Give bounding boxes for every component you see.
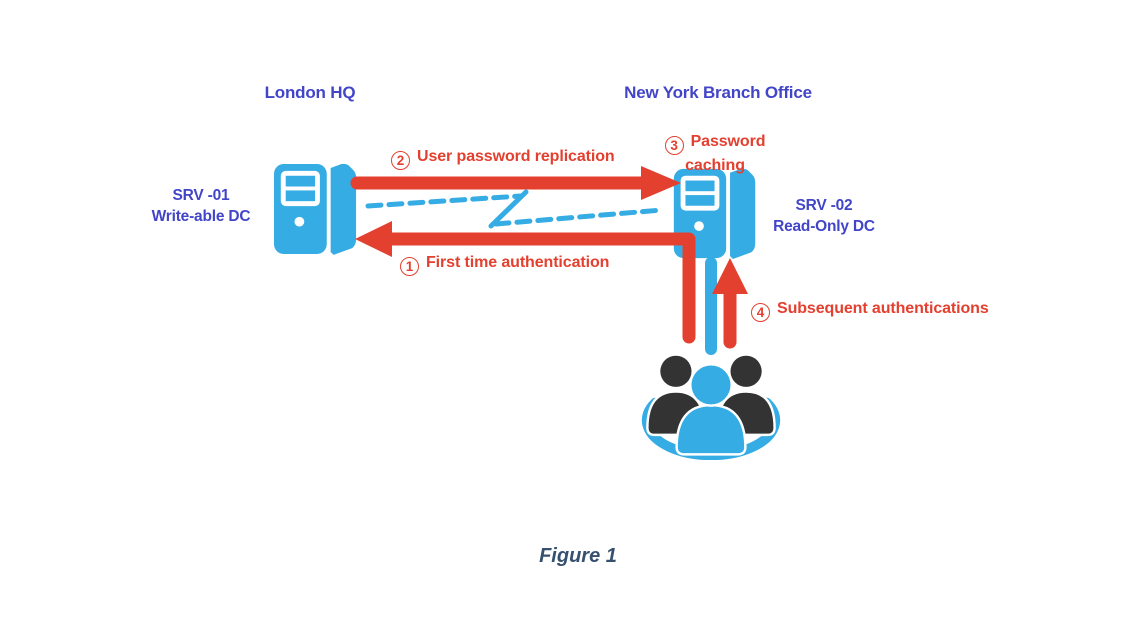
flow-label-text: First time authentication xyxy=(426,254,610,271)
subsequent-auth-arrow xyxy=(712,258,748,349)
site-name-new-york: New York Branch Office xyxy=(624,83,812,102)
server-tower-icon xyxy=(273,161,359,257)
server-power-button xyxy=(294,216,305,227)
arrowhead-left xyxy=(355,221,392,257)
server-label-srv02: SRV -02 Read-Only DC xyxy=(749,195,899,237)
first-auth-arrow xyxy=(355,221,696,344)
step-number-badge: 3 xyxy=(664,136,684,155)
server-power-button xyxy=(694,221,704,231)
user-silhouette-front xyxy=(675,363,747,456)
step-number-badge: 1 xyxy=(400,257,419,276)
flow-label-first-auth: 1 First time authentication xyxy=(400,252,609,276)
server-label-srv01: SRV -01 Write-able DC xyxy=(125,185,277,227)
server-bay xyxy=(685,195,715,206)
server-side-panel xyxy=(330,163,357,255)
step-number-badge: 4 xyxy=(751,303,770,322)
site-name-london: London HQ xyxy=(264,83,356,102)
user-group-icon xyxy=(633,344,789,461)
server-bay xyxy=(685,180,715,192)
zigzag-link-icon xyxy=(365,189,665,229)
replication-arrow xyxy=(350,166,681,200)
step-number-badge: 2 xyxy=(391,151,410,170)
arrowhead-up xyxy=(712,258,748,294)
flow-label-text: User password replication xyxy=(417,148,615,165)
server-role: Write-able DC xyxy=(151,208,251,225)
server-tower-icon-right xyxy=(673,168,756,260)
server-tower-icon-left xyxy=(273,163,357,255)
server-id: SRV -02 xyxy=(795,197,853,214)
flow-label-subsequent-auth: 4 Subsequent authentications xyxy=(751,298,989,322)
flow-label-text: Password caching xyxy=(685,133,766,174)
server-bay xyxy=(285,175,316,187)
figure-caption: Figure 1 xyxy=(539,545,617,567)
server-side-panel xyxy=(730,168,756,260)
server-role: Read-Only DC xyxy=(773,218,875,235)
server-id: SRV -01 xyxy=(172,187,230,204)
flow-label-text: Subsequent authentications xyxy=(777,300,989,317)
server-tower-icon xyxy=(672,166,759,261)
flow-label-replication: 2 User password replication xyxy=(391,146,615,170)
user-group-icon xyxy=(641,353,781,461)
server-bay xyxy=(285,190,316,202)
